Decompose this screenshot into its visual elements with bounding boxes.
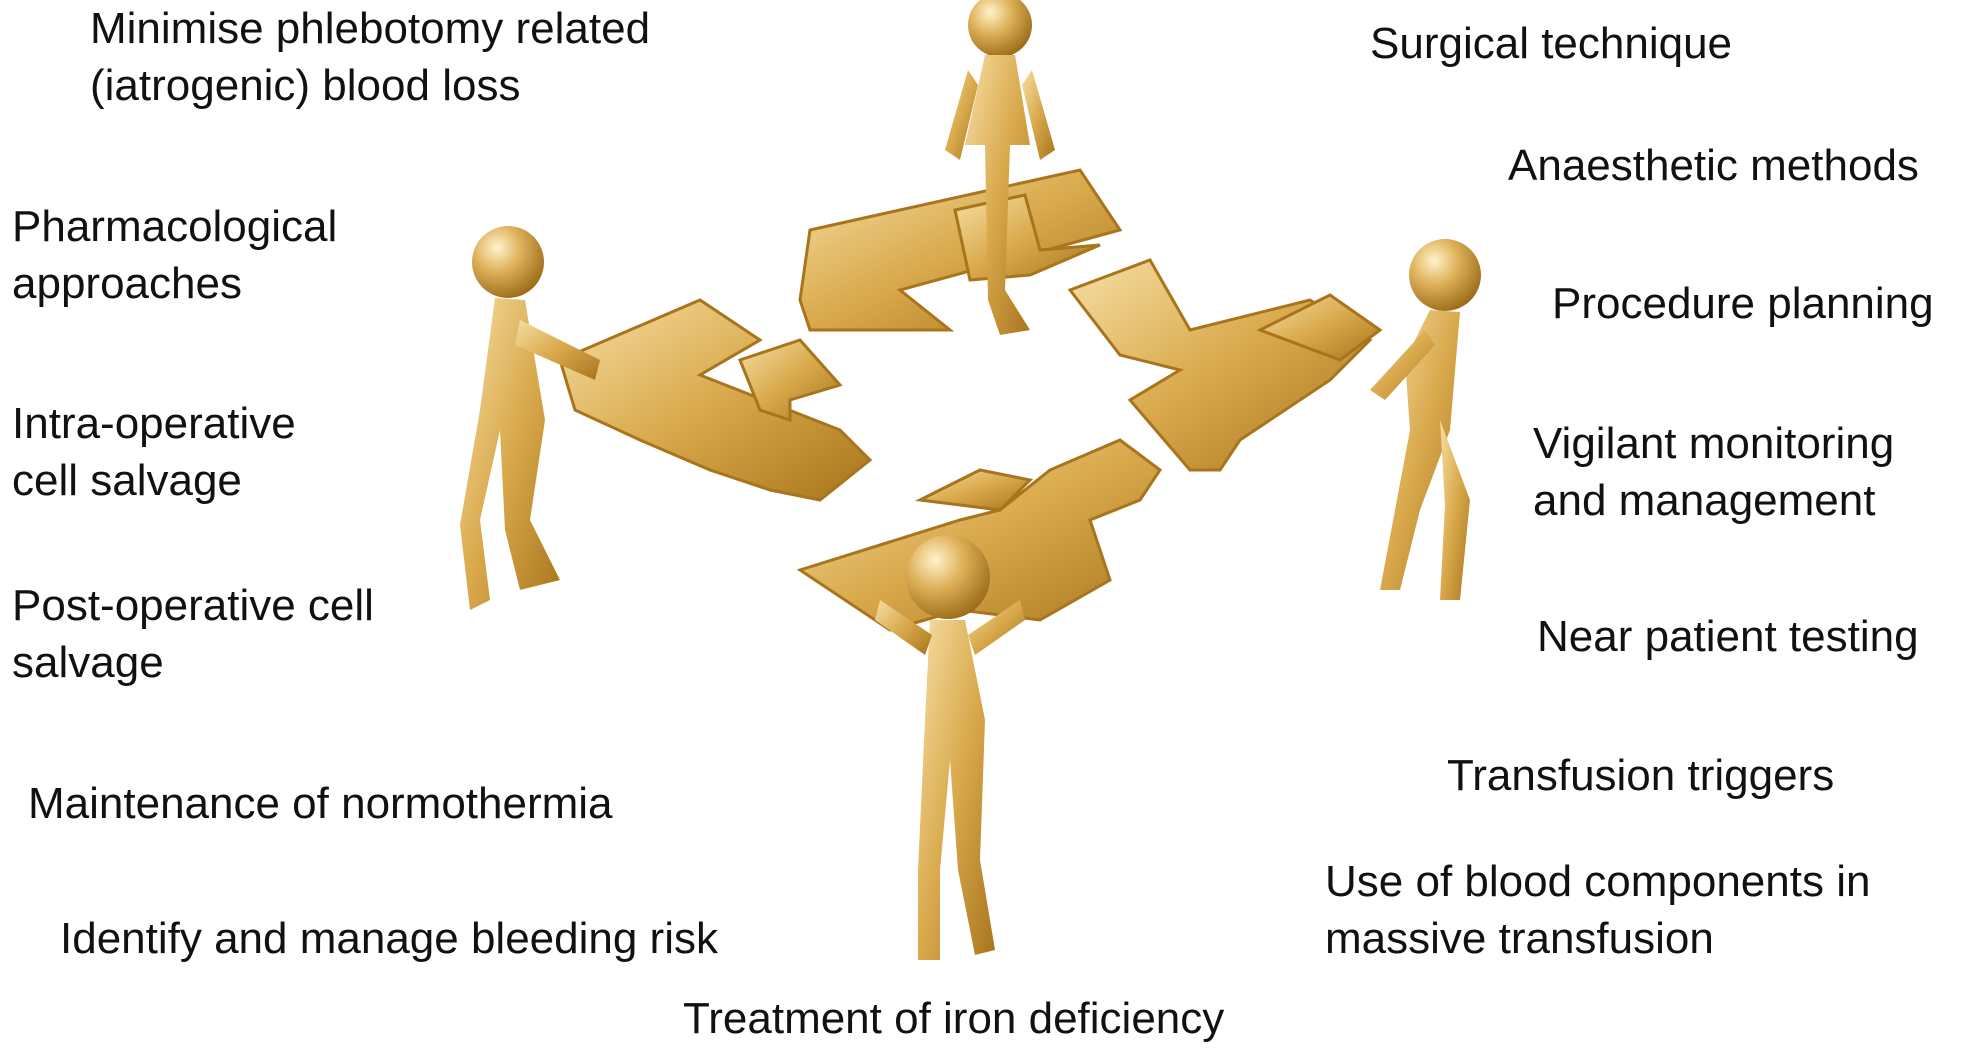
label-minimise-phlebotomy: Minimise phlebotomy related (iatrogenic)… — [90, 0, 650, 114]
label-line: massive transfusion — [1325, 910, 1870, 967]
label-line: Pharmacological — [12, 198, 337, 255]
label-line: Post-operative cell — [12, 577, 374, 634]
figure-top — [945, 0, 1055, 335]
label-line: and management — [1533, 472, 1894, 529]
label-line: Anaesthetic methods — [1508, 137, 1919, 194]
label-line: Treatment of iron deficiency — [683, 990, 1224, 1047]
label-line: Surgical technique — [1370, 15, 1732, 72]
label-bleeding-risk: Identify and manage bleeding risk — [60, 910, 718, 967]
figure-left — [460, 226, 600, 610]
label-anaesthetic-methods: Anaesthetic methods — [1508, 137, 1919, 194]
gold-person-head-icon — [968, 0, 1032, 57]
arrow-piece-right — [1070, 260, 1380, 470]
label-pharmacological: Pharmacological approaches — [12, 198, 337, 312]
label-line: Identify and manage bleeding risk — [60, 910, 718, 967]
label-line: Near patient testing — [1537, 608, 1919, 665]
label-line: approaches — [12, 255, 337, 312]
label-line: salvage — [12, 634, 374, 691]
label-intra-operative: Intra-operative cell salvage — [12, 395, 296, 509]
label-blood-components: Use of blood components in massive trans… — [1325, 853, 1870, 967]
gold-person-head-icon — [1409, 239, 1481, 311]
label-surgical-technique: Surgical technique — [1370, 15, 1732, 72]
label-post-operative: Post-operative cell salvage — [12, 577, 374, 691]
label-line: (iatrogenic) blood loss — [90, 57, 650, 114]
label-line: Procedure planning — [1552, 275, 1934, 332]
gold-person-head-icon — [906, 535, 990, 619]
arrow-piece-top — [800, 170, 1120, 330]
label-vigilant-monitoring: Vigilant monitoring and management — [1533, 415, 1894, 529]
label-near-patient-testing: Near patient testing — [1537, 608, 1919, 665]
figure-right — [1370, 239, 1481, 600]
label-line: Maintenance of normothermia — [28, 775, 613, 832]
label-line: cell salvage — [12, 452, 296, 509]
label-line: Intra-operative — [12, 395, 296, 452]
label-line: Vigilant monitoring — [1533, 415, 1894, 472]
gold-person-head-icon — [472, 226, 544, 298]
label-normothermia: Maintenance of normothermia — [28, 775, 613, 832]
label-line: Minimise phlebotomy related — [90, 0, 650, 57]
label-line: Transfusion triggers — [1447, 747, 1834, 804]
label-procedure-planning: Procedure planning — [1552, 275, 1934, 332]
label-iron-deficiency: Treatment of iron deficiency — [683, 990, 1224, 1047]
label-line: Use of blood components in — [1325, 853, 1870, 910]
label-transfusion-triggers: Transfusion triggers — [1447, 747, 1834, 804]
